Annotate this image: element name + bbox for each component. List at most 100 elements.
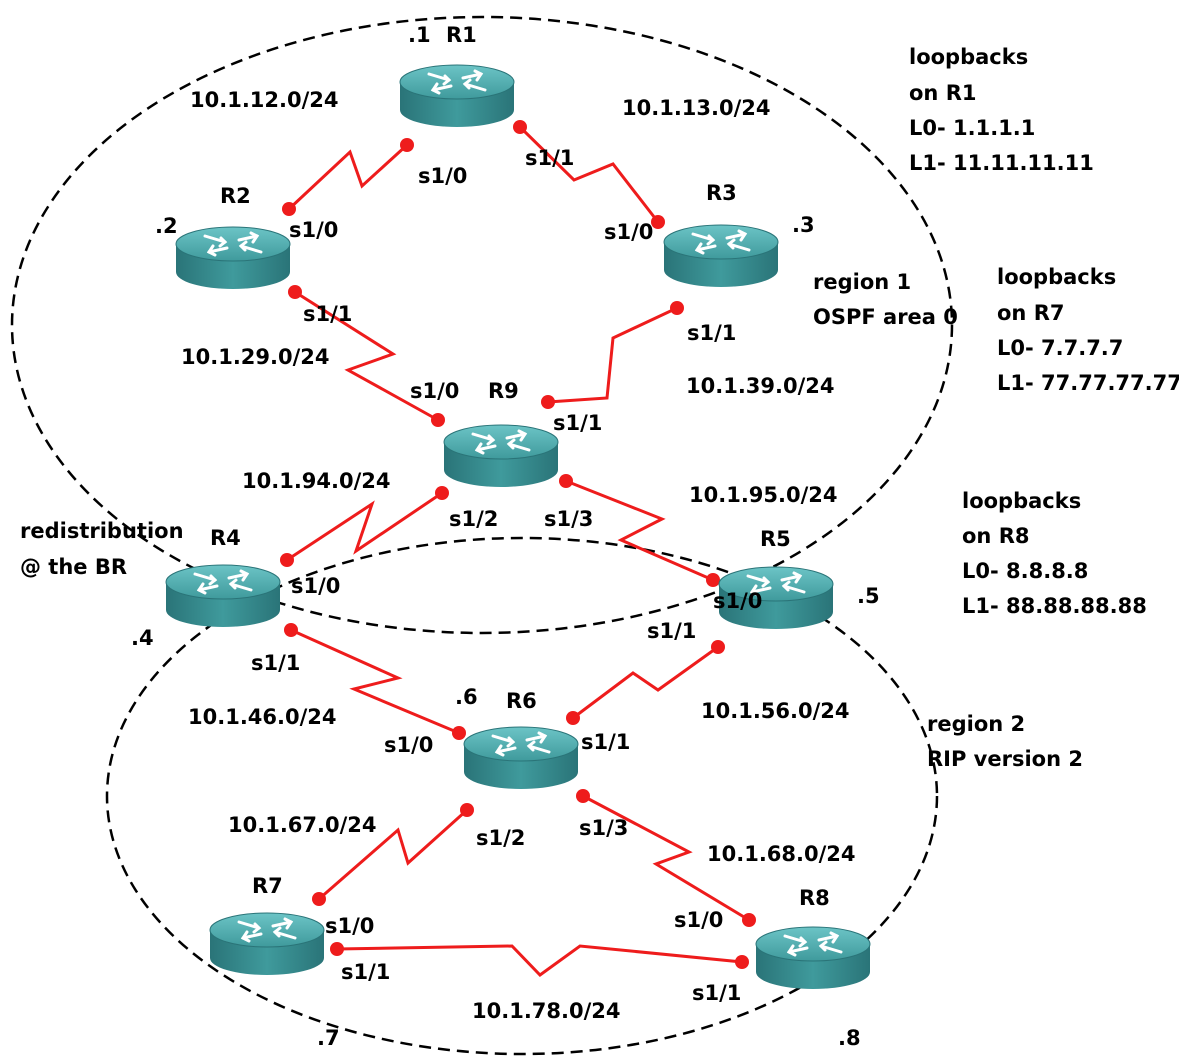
region-1-boundary [10, 15, 954, 635]
router-r5-name: R5 [760, 527, 791, 551]
link-r1-r3 [513, 120, 665, 229]
port-dot [282, 202, 296, 216]
port-dot [541, 395, 555, 409]
interface-label: s1/0 [291, 574, 340, 598]
interface-label: s1/1 [251, 651, 300, 675]
svg-text:redistribution: redistribution [20, 519, 184, 543]
port-dot [559, 474, 573, 488]
svg-text:on R1: on R1 [909, 81, 976, 105]
region-2-boundary [105, 536, 939, 1056]
port-dot [280, 553, 294, 567]
subnet-label: 10.1.78.0/24 [472, 999, 621, 1023]
router-r8-host: .8 [838, 1026, 861, 1050]
router-r6[interactable] [462, 725, 580, 791]
subnet-label: 10.1.13.0/24 [622, 96, 771, 120]
router-r9[interactable] [442, 423, 560, 489]
link-r6-r7 [312, 803, 474, 906]
router-r4-name: R4 [210, 526, 241, 550]
router-r4[interactable] [164, 563, 282, 629]
subnet-label: 10.1.94.0/24 [242, 469, 391, 493]
interface-label: s1/0 [604, 220, 653, 244]
interface-label: s1/1 [553, 411, 602, 435]
interface-label: s1/0 [384, 733, 433, 757]
port-dot [431, 413, 445, 427]
svg-text:on R8: on R8 [962, 524, 1029, 548]
interface-label: s1/0 [325, 914, 374, 938]
r1-loopbacks-note: loopbacks on R1 L0- 1.1.1.1 L1- 11.11.11… [909, 45, 1094, 175]
interface-label: s1/0 [289, 218, 338, 242]
r7-loopbacks-note: loopbacks on R7 L0- 7.7.7.7 L1- 77.77.77… [997, 265, 1179, 395]
interface-label: s1/1 [341, 960, 390, 984]
port-dot [735, 955, 749, 969]
port-dot [330, 942, 344, 956]
port-dot [288, 285, 302, 299]
svg-text:on R7: on R7 [997, 301, 1064, 325]
link-r1-r2 [282, 138, 414, 216]
router-r8[interactable] [754, 925, 872, 991]
svg-text:region 1: region 1 [813, 270, 911, 294]
svg-text:loopbacks: loopbacks [997, 265, 1116, 289]
svg-text:OSPF area 0: OSPF area 0 [813, 305, 958, 329]
link-r7-r8 [330, 942, 749, 977]
r8-loopbacks-note: loopbacks on R8 L0- 8.8.8.8 L1- 88.88.88… [962, 489, 1147, 618]
interface-label: s1/1 [692, 981, 741, 1005]
router-r1-name: R1 [446, 23, 477, 47]
svg-text:L0- 7.7.7.7: L0- 7.7.7.7 [997, 336, 1123, 360]
port-dot [460, 803, 474, 817]
port-dot [576, 789, 590, 803]
interface-label: s1/1 [525, 146, 574, 170]
subnet-label: 10.1.68.0/24 [707, 842, 856, 866]
port-dot [711, 640, 725, 654]
svg-text:loopbacks: loopbacks [909, 45, 1028, 69]
router-r2-host: .2 [155, 214, 178, 238]
interface-label: s1/3 [544, 507, 593, 531]
router-r4-host: .4 [131, 626, 154, 650]
region-2-label: region 2 RIP version 2 [927, 712, 1083, 771]
interface-label: s1/0 [410, 379, 459, 403]
interface-label: s1/1 [581, 730, 630, 754]
subnet-label: 10.1.56.0/24 [701, 699, 850, 723]
port-dot [452, 726, 466, 740]
link-r4-r6 [284, 623, 466, 740]
interface-label: s1/0 [418, 164, 467, 188]
svg-text:@ the BR: @ the BR [20, 555, 127, 579]
router-r5-host: .5 [857, 584, 880, 608]
svg-text:L0- 8.8.8.8: L0- 8.8.8.8 [962, 559, 1088, 583]
subnet-label: 10.1.29.0/24 [181, 345, 330, 369]
port-dot [742, 913, 756, 927]
serial-links [280, 120, 756, 977]
port-dot [435, 486, 449, 500]
port-dot [400, 138, 414, 152]
interface-label: s1/0 [713, 589, 762, 613]
interface-label: s1/1 [303, 302, 352, 326]
router-r3-host: .3 [792, 213, 815, 237]
region-1-label: region 1 OSPF area 0 [813, 270, 958, 329]
router-r9-name: R9 [488, 379, 519, 403]
port-dot [312, 892, 326, 906]
link-r5-r6 [566, 640, 725, 725]
link-r2-r9 [288, 285, 445, 427]
subnet-label: 10.1.67.0/24 [228, 813, 377, 837]
router-r7-name: R7 [252, 874, 283, 898]
router-r6-name: R6 [506, 689, 537, 713]
link-r3-r9 [541, 301, 684, 409]
svg-text:L0- 1.1.1.1: L0- 1.1.1.1 [909, 116, 1035, 140]
router-r6-host: .6 [455, 685, 478, 709]
redistribution-note: redistribution @ the BR [20, 519, 184, 579]
port-dot [670, 301, 684, 315]
port-dot [566, 711, 580, 725]
router-r2-name: R2 [220, 184, 251, 208]
router-r3[interactable] [662, 223, 780, 289]
router-r7[interactable] [208, 911, 326, 977]
subnet-label: 10.1.95.0/24 [689, 483, 838, 507]
router-r2[interactable] [174, 225, 292, 291]
port-dot [651, 215, 665, 229]
router-r1[interactable] [398, 63, 516, 129]
svg-text:loopbacks: loopbacks [962, 489, 1081, 513]
svg-text:region 2: region 2 [927, 712, 1025, 736]
interface-label: s1/0 [674, 908, 723, 932]
router-r7-host: .7 [317, 1026, 340, 1050]
subnet-label: 10.1.39.0/24 [686, 374, 835, 398]
router-r3-name: R3 [706, 181, 737, 205]
